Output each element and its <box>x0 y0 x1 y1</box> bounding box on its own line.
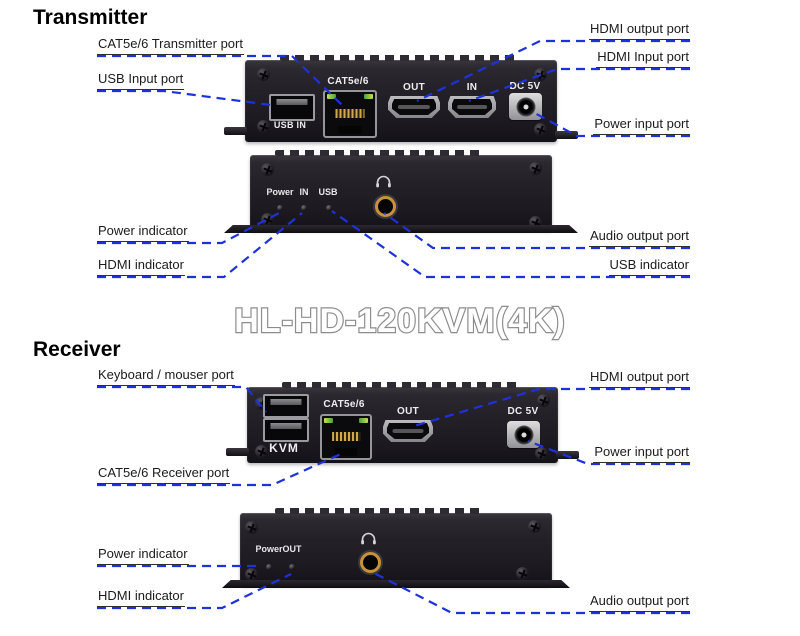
screw-icon <box>534 68 547 81</box>
power-indicator-led <box>266 564 272 570</box>
usb-tongue <box>276 99 308 105</box>
screw-icon <box>261 163 274 176</box>
link-led <box>324 418 333 423</box>
receiver-heading: Receiver <box>33 338 121 361</box>
rj45-port <box>320 414 372 460</box>
usb-indicator-led <box>326 205 332 211</box>
bottom-flange <box>224 225 578 233</box>
power-indicator-label: Power <box>255 544 283 554</box>
headphone-icon <box>376 175 391 188</box>
hdmi-slot <box>392 429 424 434</box>
dc-port-label: DC 5V <box>509 81 541 92</box>
usb-in-port-label: USB IN <box>273 120 307 130</box>
label-hdmi-input-port-tx: HDMI Input port <box>596 50 690 68</box>
usb-tongue <box>270 399 302 405</box>
hdmi-slot <box>457 105 487 110</box>
label-audio-output-port-tx: Audio output port <box>588 229 690 247</box>
transmitter-heading: Transmitter <box>33 6 148 29</box>
model-watermark: HL-HD-120KVM(4K) <box>234 302 565 340</box>
transmitter-front-panel: USB IN CAT5e/6 OUT IN DC 5V <box>224 55 578 142</box>
activity-led <box>364 94 373 99</box>
power-indicator-label: Power <box>266 187 294 197</box>
callout-line-keyboard-mouse-port <box>97 385 267 413</box>
model-watermark-layer: HL-HD-120KVM(4K) <box>233 301 566 341</box>
audio-output-jack <box>375 196 396 217</box>
hdmi-out-indicator-label: OUT <box>282 544 302 554</box>
dc-port-label: DC 5V <box>507 406 539 417</box>
hdmi-out-port-label: OUT <box>396 406 419 417</box>
hdmi-indicator-led <box>301 205 307 211</box>
power-indicator-led <box>277 205 283 211</box>
mounting-tab <box>556 451 579 459</box>
vent-slots <box>275 508 485 514</box>
vent-slots <box>280 55 520 61</box>
rj45-latch <box>334 448 358 456</box>
screw-icon <box>535 447 548 460</box>
hdmi-input-port <box>448 96 496 118</box>
label-power-indicator-tx: Power indicator <box>97 224 189 242</box>
link-led <box>327 94 336 99</box>
audio-output-jack <box>360 552 381 573</box>
label-hdmi-indicator-rx: HDMI indicator <box>97 589 185 607</box>
screw-icon <box>528 520 541 533</box>
hdmi-slot <box>397 105 431 110</box>
dc-power-jack <box>507 421 540 448</box>
label-cat5e6-transmitter-port: CAT5e/6 Transmitter port <box>97 37 244 55</box>
vent-slots <box>282 382 522 388</box>
label-power-indicator-rx: Power indicator <box>97 547 189 565</box>
hdmi-indicator-led <box>289 564 295 570</box>
label-power-input-port-rx: Power input port <box>593 445 690 463</box>
keyboard-usb-port <box>263 394 309 418</box>
transmitter-back-panel: Power IN USB <box>224 150 578 233</box>
screw-icon <box>257 68 270 81</box>
screw-icon <box>245 521 258 534</box>
rj45-pins <box>335 108 365 119</box>
receiver-front-panel: KVM CAT5e/6 OUT DC 5V <box>226 382 579 463</box>
screw-icon <box>245 568 258 581</box>
cat5e6-port-label: CAT5e/6 <box>327 76 369 87</box>
mounting-tab <box>555 131 578 139</box>
rj45-latch <box>338 126 362 134</box>
cat5e6-port-label: CAT5e/6 <box>323 399 365 410</box>
bottom-flange <box>222 580 570 588</box>
hdmi-output-port <box>383 420 433 442</box>
receiver-back-panel: Power OUT <box>222 508 570 588</box>
dc-pin <box>521 432 526 437</box>
headphone-icon <box>361 532 376 545</box>
mounting-tab <box>224 127 247 135</box>
label-keyboard-mouse-port: Keyboard / mouser port <box>97 368 235 386</box>
usb-indicator-label: USB <box>318 187 338 197</box>
screw-icon <box>534 123 547 136</box>
label-power-input-port-tx: Power input port <box>593 117 690 135</box>
label-audio-output-port-rx: Audio output port <box>588 594 690 612</box>
mounting-tab <box>226 448 249 456</box>
label-cat5e6-receiver-port: CAT5e/6 Receiver port <box>97 466 231 484</box>
screw-icon <box>261 213 274 226</box>
dc-power-jack <box>509 93 542 120</box>
dc-pin <box>523 104 528 109</box>
screw-icon <box>257 120 270 133</box>
rj45-port <box>323 90 377 138</box>
hdmi-in-port-label: IN <box>466 82 478 93</box>
mouse-usb-port <box>263 418 309 442</box>
rj45-pins <box>332 431 360 442</box>
label-hdmi-indicator-tx: HDMI indicator <box>97 258 185 276</box>
usb-input-port <box>269 94 315 121</box>
label-usb-indicator-tx: USB indicator <box>608 258 690 276</box>
label-hdmi-output-port-tx: HDMI output port <box>589 22 690 40</box>
label-usb-input-port: USB Input port <box>97 72 185 90</box>
screw-icon <box>516 567 529 580</box>
vent-slots <box>275 150 485 156</box>
kvm-port-label: KVM <box>269 441 299 455</box>
hdmi-in-indicator-label: IN <box>299 187 309 197</box>
usb-tongue <box>270 423 302 429</box>
hdmi-out-port-label: OUT <box>402 82 425 93</box>
activity-led <box>359 418 368 423</box>
label-hdmi-output-port-rx: HDMI output port <box>589 370 690 388</box>
hdmi-output-port <box>388 96 440 118</box>
screw-icon <box>529 162 542 175</box>
